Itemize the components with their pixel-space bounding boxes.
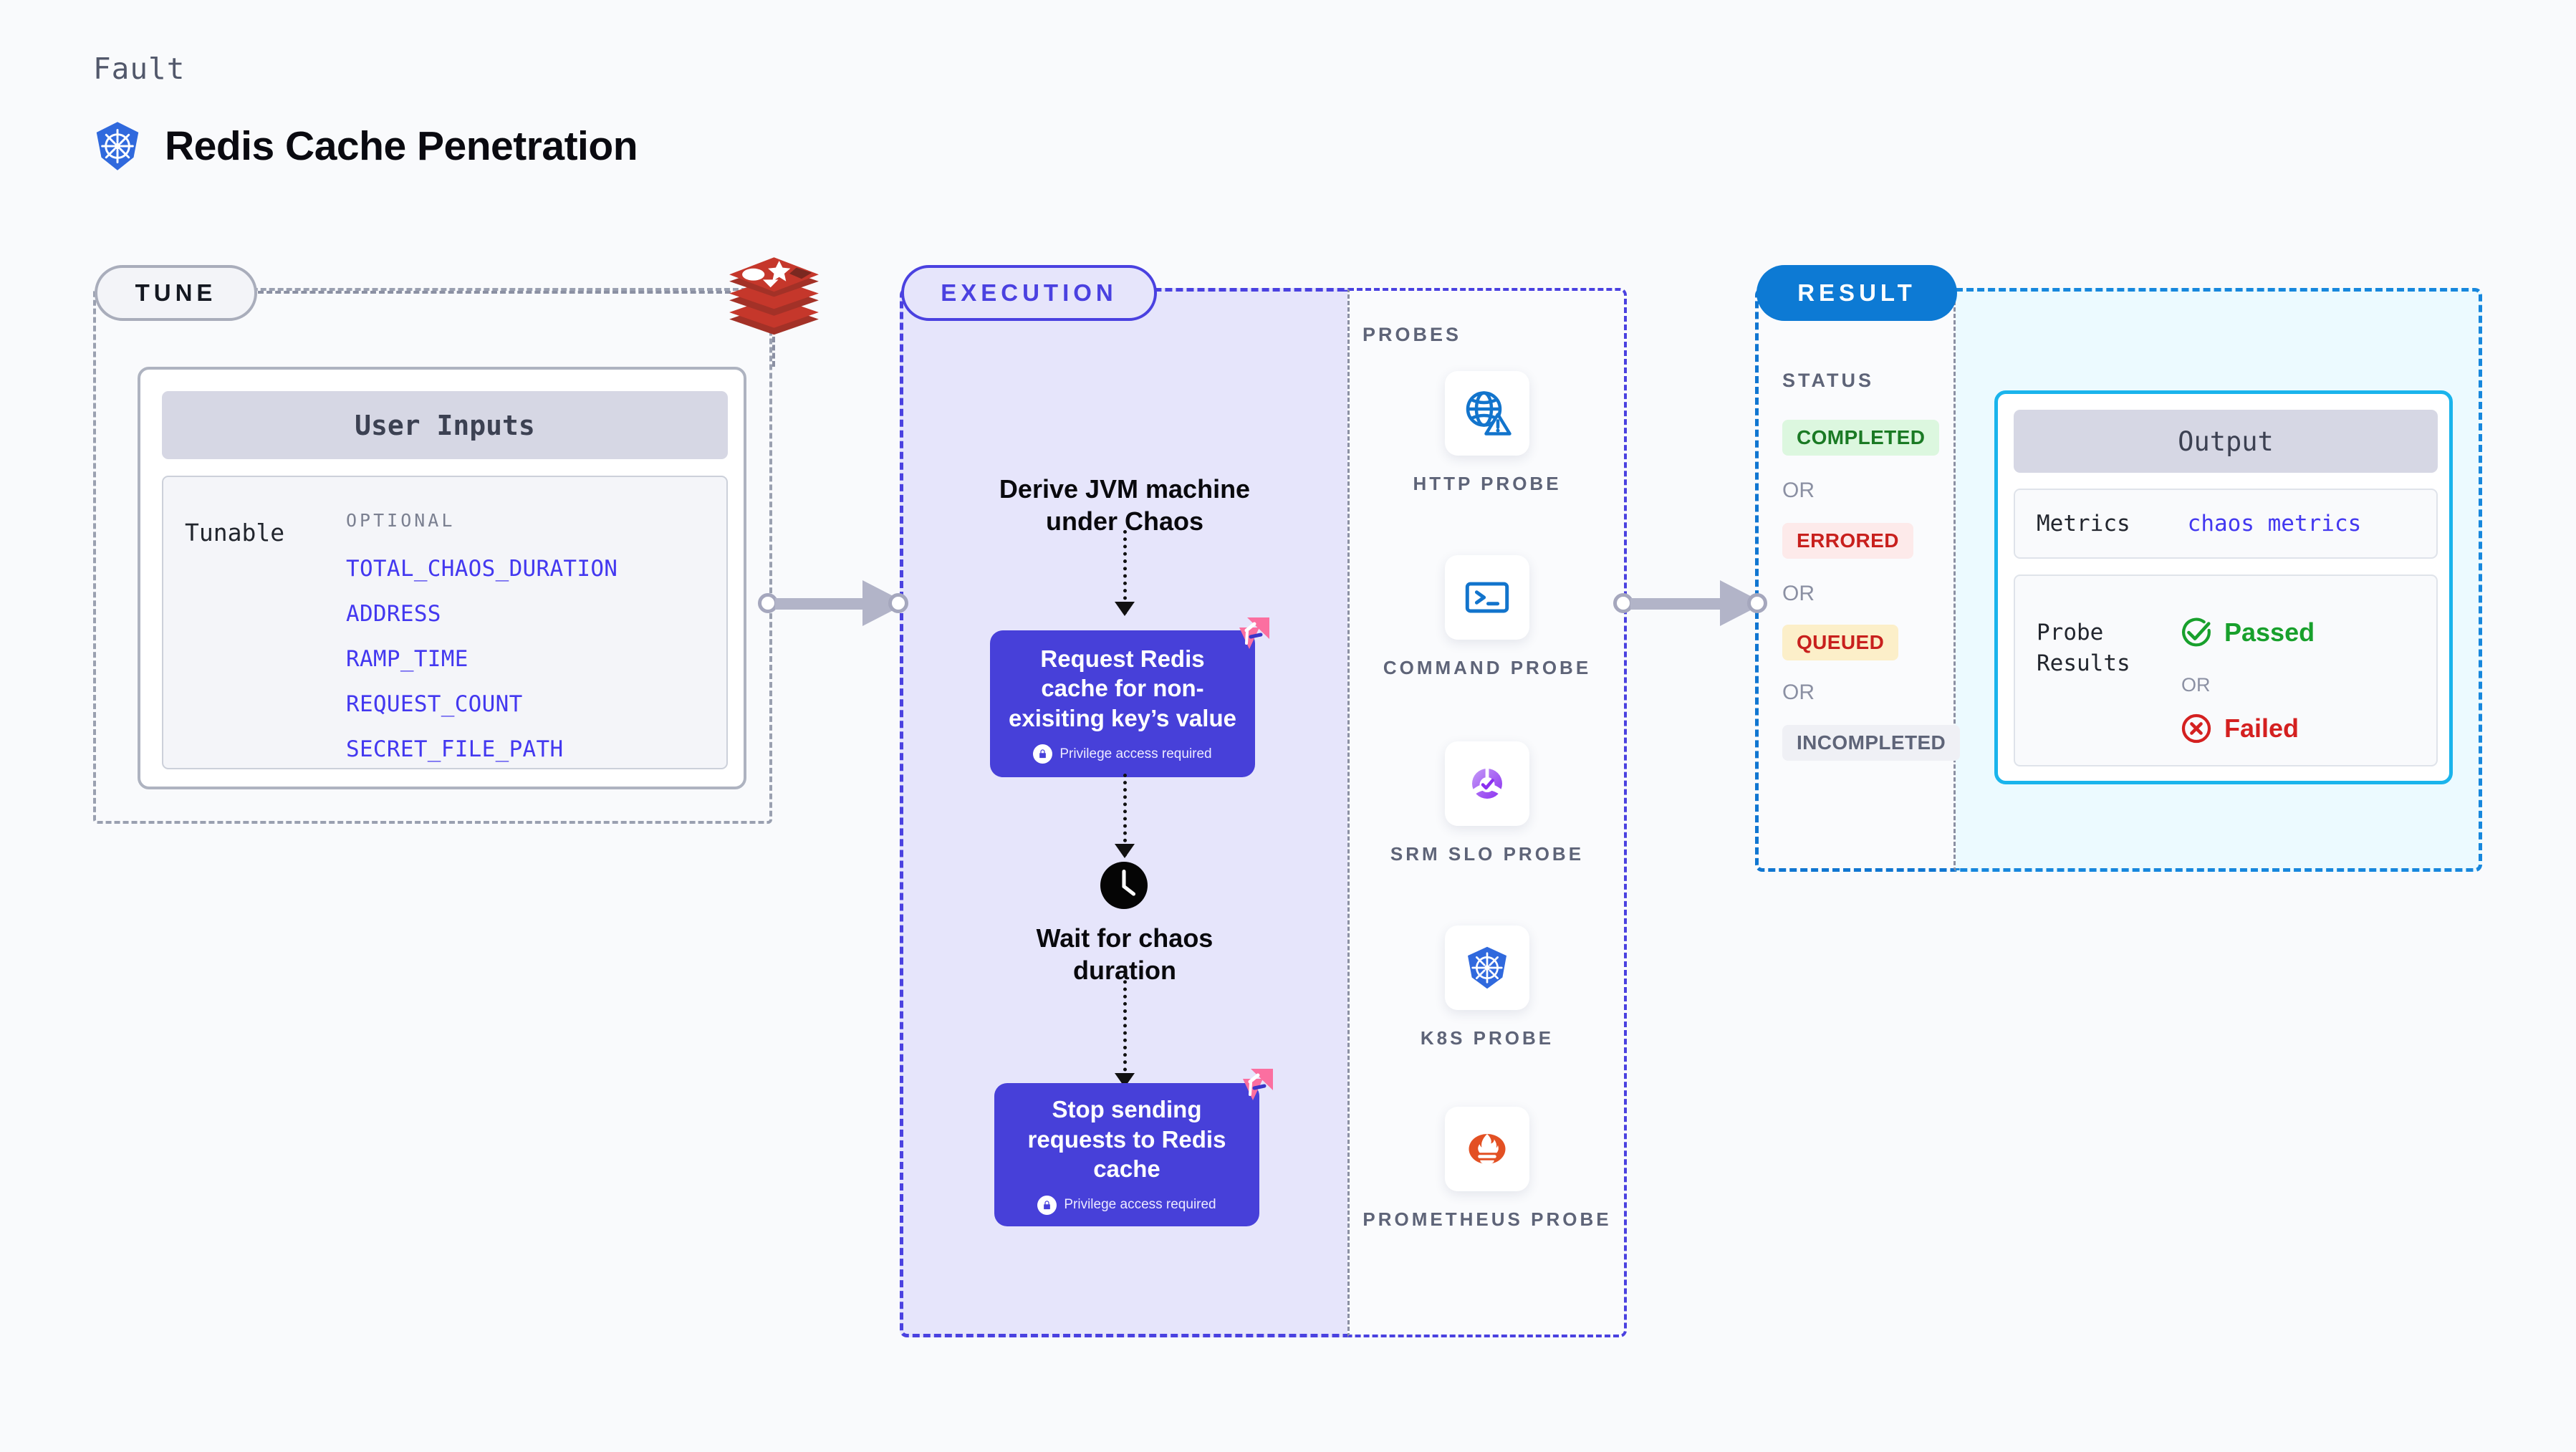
page-eyebrow: Fault [93,52,186,86]
execution-card-stop-requests[interactable]: Stop sending requests to Redis cache Pri… [994,1083,1259,1226]
user-inputs-card-body: Tunable OPTIONAL TOTAL_CHAOS_DURATION AD… [162,476,728,769]
tunable-input[interactable]: REQUEST_COUNT [346,691,523,717]
output-card-title: Output [2014,410,2438,473]
page-title: Redis Cache Penetration [165,123,638,169]
terminal-icon [1465,582,1509,613]
srm-slo-icon [1472,769,1502,799]
execution-card-text: Request Redis cache for non-exisiting ke… [1009,645,1236,731]
status-badge-incompleted: INCOMPLETED [1782,725,1961,761]
probe-item-command[interactable]: COMMAND PROBE [1347,555,1627,681]
status-or-label: OR [1782,479,1815,502]
stage-pill-result[interactable]: RESULT [1756,265,1957,321]
tunable-group-label: Tunable [185,519,285,547]
execution-step-title: Derive JVM machine under Chaos [999,474,1251,536]
output-metrics-key: Metrics [2037,511,2130,537]
flow-arrow-tip [1115,602,1135,616]
probe-label: COMMAND PROBE [1383,657,1592,678]
lock-icon [1033,744,1053,764]
status-badge-queued: QUEUED [1782,625,1899,660]
litmus-chaos-icon [1239,617,1269,649]
probe-item-k8s[interactable]: K8S PROBE [1347,925,1627,1052]
privilege-note-text: Privilege access required [1064,1197,1216,1213]
status-badge-errored: ERRORED [1782,523,1913,559]
probe-tile [1445,555,1529,640]
probes-section-label: PROBES [1363,324,1462,345]
tunable-group-kind: OPTIONAL [346,510,456,531]
probe-label: K8S PROBE [1420,1027,1554,1049]
probe-tile [1445,925,1529,1010]
tunable-input[interactable]: SECRET_FILE_PATH [346,736,564,762]
flow-arrow-line [1123,966,1127,1086]
tunable-input[interactable]: ADDRESS [346,601,441,627]
status-section-label: STATUS [1782,370,1874,391]
probe-tile [1445,741,1529,826]
http-globe-warning-icon [1466,391,1512,436]
probe-label: PROMETHEUS PROBE [1363,1208,1612,1230]
privilege-note: Privilege access required [1037,1195,1216,1215]
lock-icon [1037,1195,1057,1215]
redis-dashed-connector [772,337,775,367]
connector-bar [775,598,865,610]
flow-arrow-line [1123,530,1127,615]
execution-card-request-redis[interactable]: Request Redis cache for non-exisiting ke… [990,630,1255,777]
user-inputs-card: User Inputs Tunable OPTIONAL TOTAL_CHAOS… [138,367,746,789]
flow-arrow-line [1123,774,1127,857]
privilege-note-text: Privilege access required [1059,746,1212,761]
output-metrics-value[interactable]: chaos metrics [2187,511,2362,537]
kubernetes-icon [96,122,139,170]
output-metrics-row: Metrics chaos metrics [2014,489,2438,559]
user-inputs-card-title: User Inputs [162,391,728,459]
stage-pill-tune[interactable]: TUNE [95,265,257,321]
probe-item-http[interactable]: HTTP PROBE [1347,371,1627,497]
probe-label: HTTP PROBE [1413,473,1562,494]
connector-end-dot [888,593,908,613]
prometheus-icon [1469,1134,1506,1165]
redis-logo-icon [729,257,819,335]
litmus-chaos-icon [1243,1069,1273,1100]
probe-tile [1445,1107,1529,1191]
probe-tile [1445,371,1529,456]
tune-region [93,288,772,824]
connector-bar [1630,598,1722,610]
kubernetes-icon [1468,946,1506,989]
probe-result-failed-label: Failed [2224,713,2299,743]
check-circle-icon [2182,617,2211,647]
probe-result-or-label: OR [2181,674,2211,696]
probe-result-passed: Passed [2180,616,2315,649]
status-badge-completed: COMPLETED [1782,420,1940,456]
execution-card-text: Stop sending requests to Redis cache [1027,1096,1226,1183]
probe-item-srm-slo[interactable]: SRM SLO PROBE [1347,741,1627,867]
tunable-input[interactable]: RAMP_TIME [346,646,468,672]
probe-label: SRM SLO PROBE [1390,843,1585,865]
tune-dashed-connector [258,291,731,294]
connector-end-dot [1747,593,1767,613]
probe-item-prometheus[interactable]: PROMETHEUS PROBE [1347,1107,1627,1233]
connector-tune-to-execution [758,580,908,626]
tunable-input-list: TOTAL_CHAOS_DURATION ADDRESS RAMP_TIME R… [346,556,617,782]
status-or-label: OR [1782,681,1815,704]
privilege-note: Privilege access required [1033,744,1212,764]
stage-pill-execution[interactable]: EXECUTION [901,265,1157,321]
probe-result-passed-label: Passed [2224,617,2315,647]
clock-icon [1100,862,1148,909]
page-title-row: Redis Cache Penetration [92,120,638,172]
tunable-input[interactable]: TOTAL_CHAOS_DURATION [346,556,618,582]
result-region [1755,288,1956,872]
flow-arrow-tip [1115,844,1135,858]
connector-execution-to-result [1613,580,1767,626]
status-or-label: OR [1782,582,1815,605]
x-circle-icon [2181,713,2211,744]
probe-result-failed: Failed [2180,712,2299,745]
